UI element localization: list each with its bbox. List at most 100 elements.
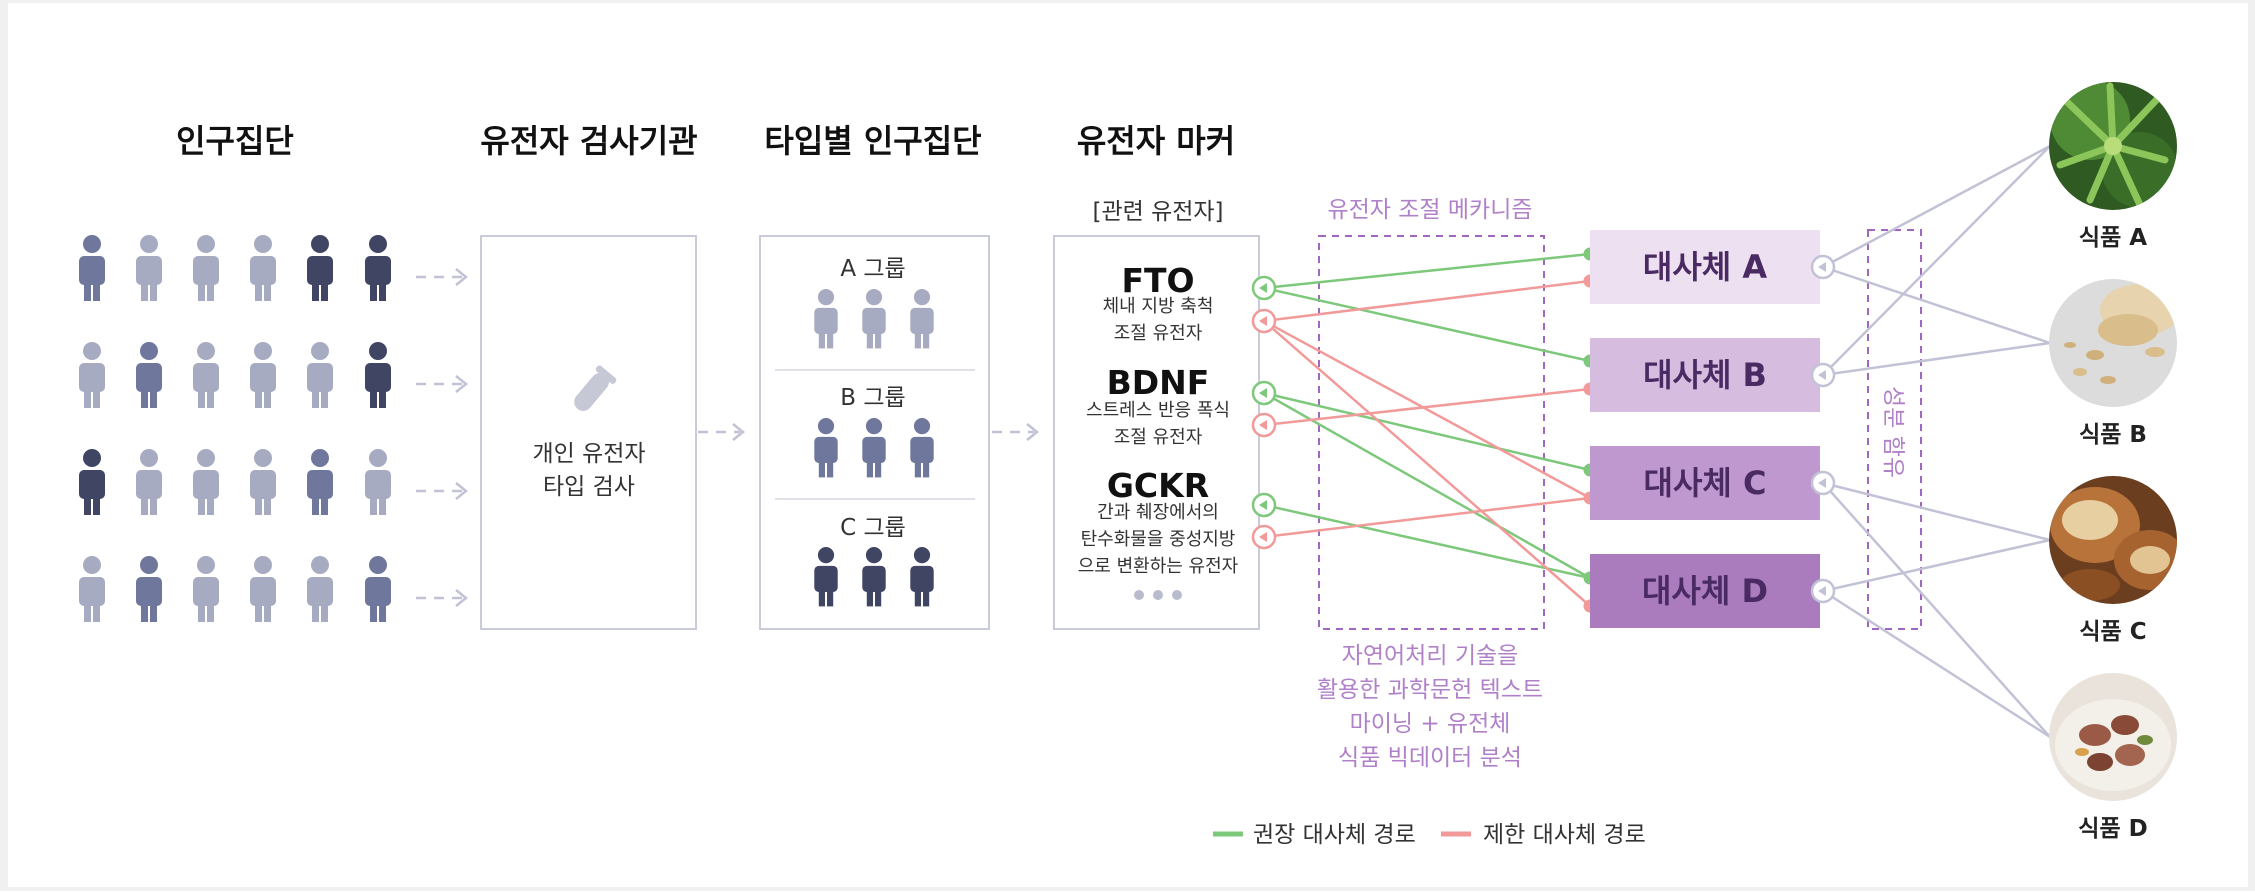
mechanism-caption: 식품 빅데이터 분석 [1338, 745, 1522, 771]
person-icon [307, 342, 333, 408]
restricted-pathway-line [1263, 279, 1591, 323]
meat-dish-photo [2049, 673, 2177, 801]
restricted-pathway-line [1263, 320, 1591, 607]
legend-recommended-label: 권장 대사체 경로 [1253, 822, 1416, 848]
arrow-head [455, 589, 469, 607]
marker-fto: FTO [1121, 261, 1194, 300]
population-grid [79, 235, 391, 622]
gene-recommended-node-arrow [1259, 500, 1267, 510]
food-label-a: 식품 A [2079, 225, 2147, 251]
marker-gckr: GCKR [1107, 466, 1209, 505]
food-label-c: 식품 C [2079, 619, 2146, 645]
gene-recommended-node-arrow [1259, 388, 1267, 398]
food-link-lines [1810, 144, 2051, 739]
food-link-line [1822, 145, 2051, 376]
metabolite-box-a [1590, 230, 1820, 304]
marker-bdnf: BDNF [1107, 363, 1210, 402]
gene-restricted-node-arrow [1259, 532, 1267, 542]
person-icon [193, 556, 219, 622]
arrow-head [455, 375, 469, 393]
marker-gckr-desc: 으로 변환하는 유전자 [1078, 556, 1239, 577]
recommended-pathway-line [1263, 503, 1591, 580]
gene-restricted-node-arrow [1259, 316, 1267, 326]
metabolite-label-b: 대사체 B [1643, 356, 1767, 394]
person-icon [136, 556, 162, 622]
person-icon [79, 449, 105, 515]
food-link-line [1822, 144, 2051, 269]
food-link-line [1822, 341, 2051, 377]
marker-bdnf-desc: 스트레스 반응 폭식 [1086, 400, 1230, 421]
person-icon [250, 342, 276, 408]
group-label-b: B 그룹 [840, 385, 905, 411]
metabolite-box-b [1590, 338, 1820, 412]
group-person-icon [862, 418, 886, 478]
page-background [8, 3, 2248, 887]
header-lab: 유전자 검사기관 [480, 122, 697, 160]
metabolite-food-node-arrow [1818, 370, 1826, 380]
food-link-line [1822, 538, 2051, 593]
gene-recommended-node-arrow [1259, 283, 1267, 293]
metabolite-box-c [1590, 446, 1820, 520]
metabolite-label-d: 대사체 D [1642, 572, 1768, 610]
person-icon [193, 235, 219, 301]
recommended-pathway-line [1263, 252, 1591, 290]
group-person-icon [862, 289, 886, 349]
group-label-a: A 그룹 [840, 256, 905, 282]
groups-to-markers-arrow [992, 423, 1040, 441]
legend-restricted-label: 제한 대사체 경로 [1483, 822, 1646, 848]
person-icon [136, 235, 162, 301]
mechanism-caption: 자연어처리 기술을 [1342, 643, 1519, 669]
header-type-population: 타입별 인구집단 [764, 122, 981, 160]
metabolite-food-node-arrow [1818, 478, 1826, 488]
header-population: 인구집단 [176, 122, 294, 160]
population-arrows [416, 268, 469, 607]
person-icon [193, 342, 219, 408]
group-box [759, 235, 990, 630]
person-icon [365, 449, 391, 515]
metabolite-label-c: 대사체 C [1644, 464, 1767, 502]
marker-gckr-desc: 간과 췌장에서의 [1097, 502, 1219, 523]
food-link-line [1822, 482, 2051, 738]
marker-fto-desc: 조절 유전자 [1114, 323, 1203, 344]
person-icon [307, 235, 333, 301]
marker-fto-desc: 체내 지방 축척 [1103, 296, 1214, 317]
group-person-icon [814, 418, 838, 478]
hemp-plant-photo [2049, 82, 2177, 210]
group-label-c: C 그룹 [840, 515, 906, 541]
more-dots-icon [1134, 590, 1182, 600]
person-icon [250, 449, 276, 515]
mechanism-caption: 마이닝 + 유전체 [1350, 711, 1511, 737]
recommended-pathway-line [1263, 391, 1591, 472]
food-label-d: 식품 D [2078, 816, 2147, 842]
person-icon [79, 342, 105, 408]
pathway-lines [1251, 247, 1597, 613]
recommended-pathway-line [1263, 391, 1591, 580]
marker-caption: [관련 유전자] [1092, 199, 1223, 225]
group-person-icon [814, 289, 838, 349]
recommended-pathway-line [1263, 286, 1591, 363]
group-person-icon [910, 418, 934, 478]
restricted-pathway-line [1263, 496, 1591, 539]
food-link-line [1822, 589, 2051, 739]
oat-grains-photo [2049, 279, 2177, 407]
person-icon [365, 235, 391, 301]
group-person-icon [814, 547, 838, 607]
mechanism-title: 유전자 조절 메카니즘 [1327, 197, 1532, 223]
lab-box-line1: 개인 유전자 [532, 441, 645, 467]
lab-box [480, 235, 697, 630]
metabolite-food-node-arrow [1818, 262, 1826, 272]
person-icon [136, 449, 162, 515]
restricted-pathway-line [1263, 319, 1591, 500]
header-markers: 유전자 마커 [1077, 122, 1235, 160]
group-person-icon [862, 547, 886, 607]
person-icon [79, 556, 105, 622]
person-icon [79, 235, 105, 301]
restricted-pathway-line [1263, 387, 1591, 427]
mechanism-caption: 활용한 과학문헌 텍스트 [1317, 677, 1543, 703]
person-icon [136, 342, 162, 408]
group-person-icon [910, 547, 934, 607]
lab-box-line2: 타입 검사 [543, 474, 635, 500]
lab-to-groups-arrow [698, 423, 746, 441]
